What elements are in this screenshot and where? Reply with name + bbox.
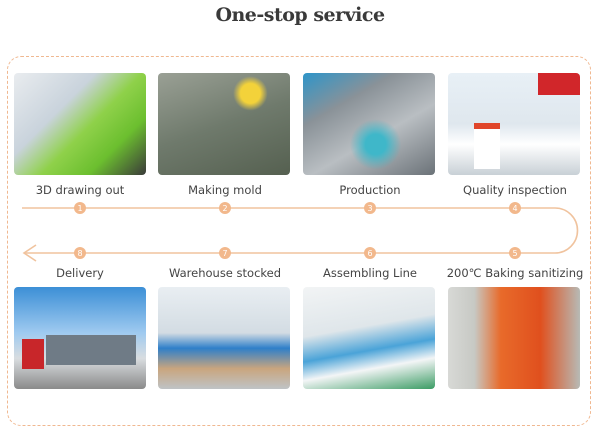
photo-warehouse	[158, 287, 290, 389]
step-marker-7	[219, 247, 231, 259]
photo-assembling-line	[303, 287, 435, 389]
step-number-8: 8	[77, 249, 82, 258]
step-label-8: Delivery	[56, 266, 104, 280]
photo-baking-sanitizing	[448, 287, 580, 389]
step-label-3: Production	[339, 183, 401, 197]
step-number-5: 5	[512, 249, 517, 258]
step-marker-2	[219, 202, 231, 214]
photo-3d-drawing	[14, 73, 146, 175]
step-marker-6	[364, 247, 376, 259]
step-marker-8	[74, 247, 86, 259]
step-marker-5	[509, 247, 521, 259]
photo-production	[303, 73, 435, 175]
step-number-1: 1	[77, 204, 82, 213]
step-label-4: Quality inspection	[463, 183, 567, 197]
arrow-left-icon	[22, 244, 37, 262]
page-title: One-stop service	[215, 4, 385, 26]
photo-making-mold	[158, 73, 290, 175]
step-label-1: 3D drawing out	[35, 183, 125, 197]
step-number-2: 2	[222, 204, 227, 213]
step-marker-4	[509, 202, 521, 214]
step-label-5: 200℃ Baking sanitizing	[446, 266, 584, 280]
step-number-6: 6	[367, 249, 372, 258]
step-number-7: 7	[222, 249, 227, 258]
photo-quality-inspection	[448, 73, 580, 175]
step-label-2: Making mold	[188, 183, 262, 197]
photo-delivery	[14, 287, 146, 389]
step-number-4: 4	[512, 204, 517, 213]
step-marker-1	[74, 202, 86, 214]
step-label-7: Warehouse stocked	[168, 266, 282, 280]
step-marker-3	[364, 202, 376, 214]
process-flow-line: 1 2 3 4 5 6 7 8	[22, 202, 579, 262]
step-number-3: 3	[367, 204, 372, 213]
step-label-6: Assembling Line	[322, 266, 418, 280]
